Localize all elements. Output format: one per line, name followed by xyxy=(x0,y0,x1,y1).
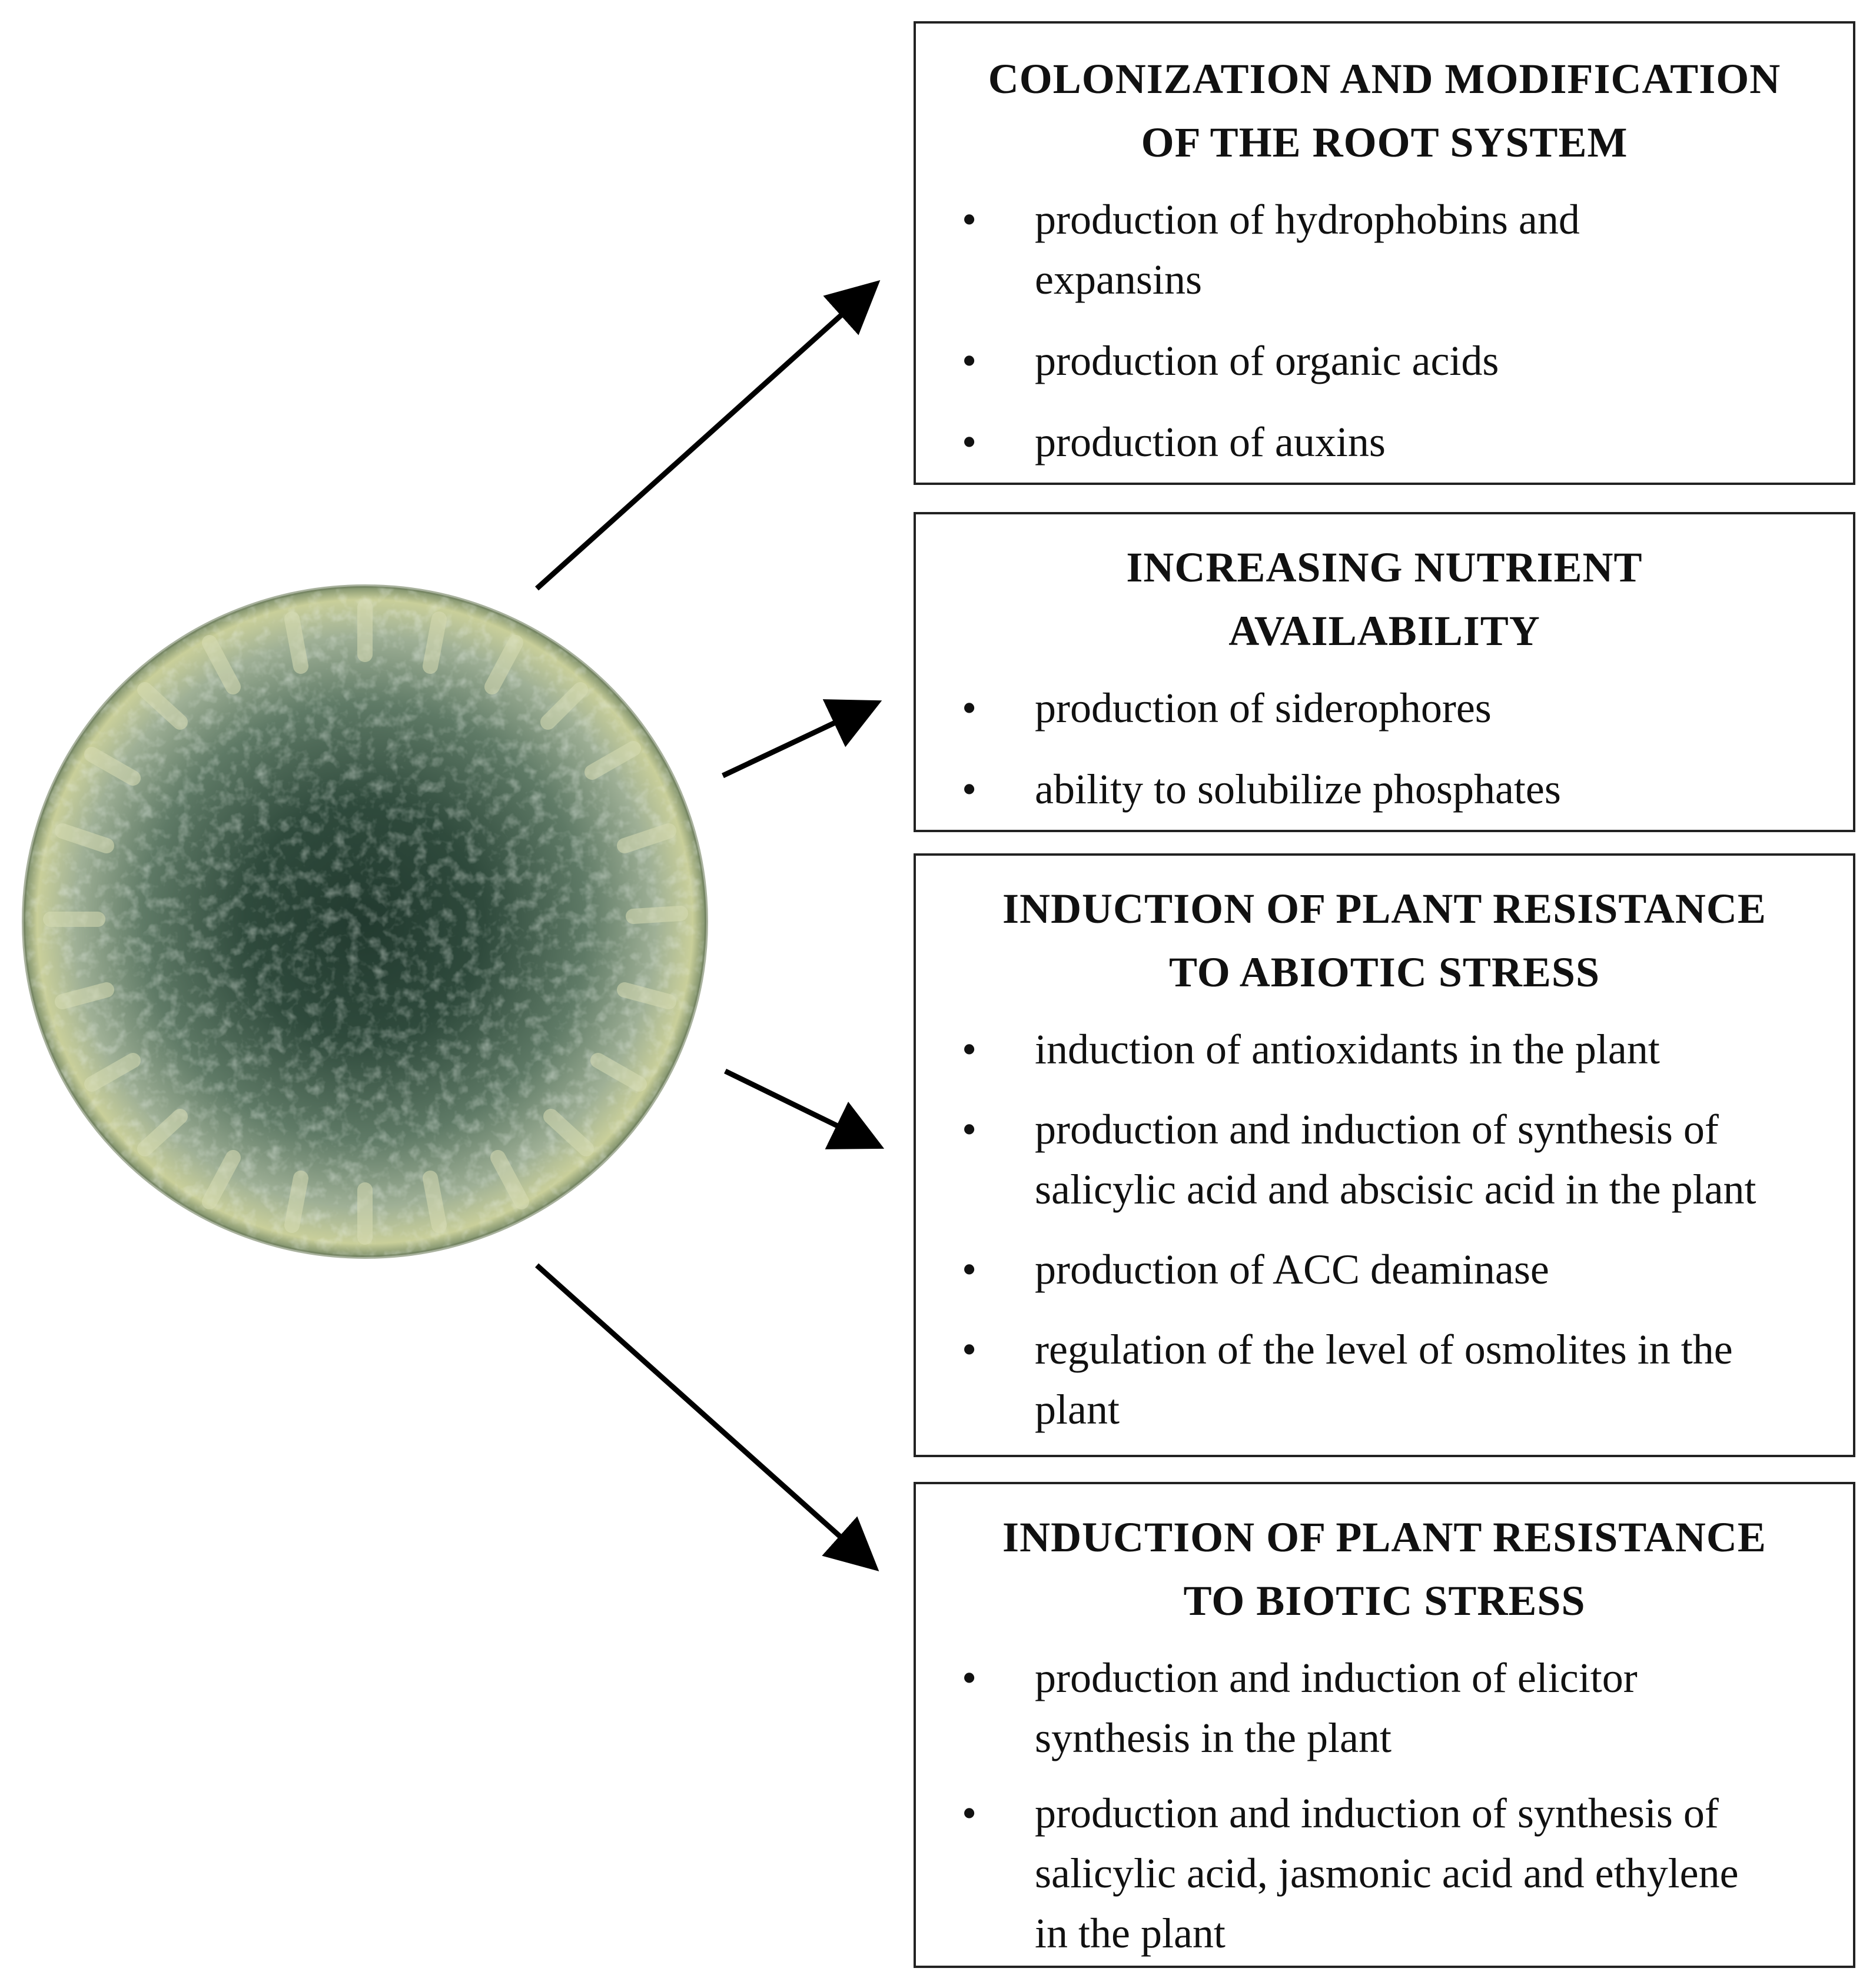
title-line: TO ABIOTIC STRESS xyxy=(1168,949,1600,996)
bullet-icon: • xyxy=(962,1790,977,1837)
item-line: production of hydrophobins and xyxy=(1035,196,1580,243)
bullet-icon: • xyxy=(962,1654,977,1701)
title-line: COLONIZATION AND MODIFICATION xyxy=(988,55,1781,102)
nutrient-title: INCREASING NUTRIENT AVAILABILITY xyxy=(916,536,1853,663)
item-line: salicylic acid, jasmonic acid and ethyle… xyxy=(1035,1850,1739,1897)
item-line: induction of antioxidants in the plant xyxy=(1035,1026,1660,1073)
colonization-list: • production of hydrophobins and expansi… xyxy=(916,190,1853,472)
bullet-icon: • xyxy=(962,418,977,466)
list-item: • production and induction of synthesis … xyxy=(916,1783,1853,1963)
list-item: • regulation of the level of osmolites i… xyxy=(916,1319,1853,1440)
item-line: synthesis in the plant xyxy=(1035,1714,1392,1761)
abiotic-title: INDUCTION OF PLANT RESISTANCE TO ABIOTIC… xyxy=(916,877,1853,1004)
item-line: production and induction of synthesis of xyxy=(1035,1106,1719,1153)
list-item: • production of ACC deaminase xyxy=(916,1239,1853,1299)
item-line: production of organic acids xyxy=(1035,337,1499,384)
item-line: salicylic acid and abscisic acid in the … xyxy=(1035,1166,1756,1213)
item-line: production of siderophores xyxy=(1035,684,1492,732)
nutrient-box: INCREASING NUTRIENT AVAILABILITY • produ… xyxy=(914,512,1855,832)
colonization-box: COLONIZATION AND MODIFICATION OF THE ROO… xyxy=(914,21,1855,485)
list-item: • production and induction of elicitor s… xyxy=(916,1648,1853,1768)
arrow-to-colonization xyxy=(534,280,881,591)
nutrient-list: • production of siderophores • ability t… xyxy=(916,678,1853,819)
bullet-icon: • xyxy=(962,337,977,384)
bullet-icon: • xyxy=(962,1246,977,1293)
title-line: INDUCTION OF PLANT RESISTANCE xyxy=(1002,1514,1766,1561)
colonization-title: COLONIZATION AND MODIFICATION OF THE ROO… xyxy=(916,47,1853,174)
arrow-to-nutrient xyxy=(722,699,882,779)
bullet-icon: • xyxy=(962,1026,977,1073)
bullet-icon: • xyxy=(962,196,977,243)
bullet-icon: • xyxy=(962,1106,977,1153)
title-line: INCREASING NUTRIENT xyxy=(1126,544,1643,591)
item-line: production and induction of synthesis of xyxy=(1035,1790,1719,1837)
title-line: OF THE ROOT SYSTEM xyxy=(1141,119,1628,166)
item-line: production of auxins xyxy=(1035,418,1386,466)
abiotic-list: • induction of antioxidants in the plant… xyxy=(916,1019,1853,1440)
bullet-icon: • xyxy=(962,684,977,732)
arrow-to-abiotic xyxy=(724,1068,885,1149)
item-line: ability to solubilize phosphates xyxy=(1035,766,1561,813)
title-line: INDUCTION OF PLANT RESISTANCE xyxy=(1002,885,1766,932)
abiotic-stress-box: INDUCTION OF PLANT RESISTANCE TO ABIOTIC… xyxy=(914,853,1855,1457)
biotic-list: • production and induction of elicitor s… xyxy=(916,1648,1853,1963)
list-item: • induction of antioxidants in the plant xyxy=(916,1019,1853,1079)
biotic-title: INDUCTION OF PLANT RESISTANCE TO BIOTIC … xyxy=(916,1505,1853,1633)
bullet-icon: • xyxy=(962,766,977,813)
arrow-to-biotic xyxy=(535,1263,879,1571)
bullet-icon: • xyxy=(962,1326,977,1373)
title-line: AVAILABILITY xyxy=(1228,607,1540,654)
list-item: • production and induction of synthesis … xyxy=(916,1099,1853,1219)
biotic-stress-box: INDUCTION OF PLANT RESISTANCE TO BIOTIC … xyxy=(914,1482,1855,1968)
fungal-colony-image xyxy=(22,584,708,1259)
list-item: • ability to solubilize phosphates xyxy=(916,759,1853,819)
item-line: production and induction of elicitor xyxy=(1035,1654,1638,1701)
item-line: in the plant xyxy=(1035,1910,1226,1957)
item-line: regulation of the level of osmolites in … xyxy=(1035,1326,1733,1373)
item-line: expansins xyxy=(1035,256,1202,303)
item-line: plant xyxy=(1035,1386,1120,1433)
item-line: production of ACC deaminase xyxy=(1035,1246,1549,1293)
list-item: • production of siderophores xyxy=(916,678,1853,738)
title-line: TO BIOTIC STRESS xyxy=(1183,1577,1586,1624)
list-item: • production of auxins xyxy=(916,412,1853,472)
list-item: • production of hydrophobins and expansi… xyxy=(916,190,1853,310)
list-item: • production of organic acids xyxy=(916,331,1853,391)
